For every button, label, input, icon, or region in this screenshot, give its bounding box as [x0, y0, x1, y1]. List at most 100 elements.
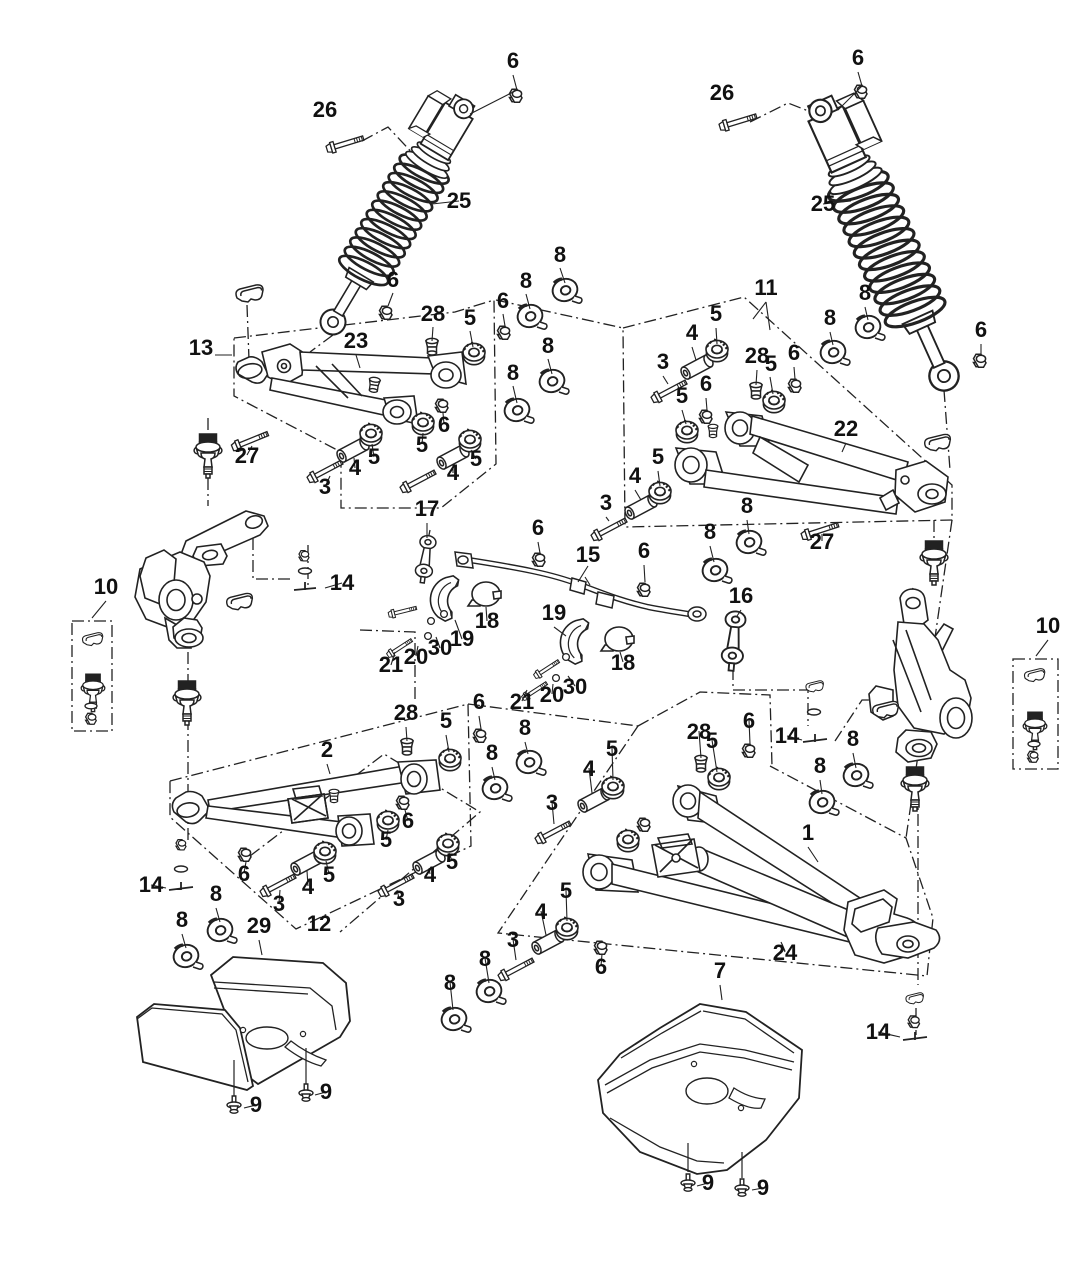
- svg-text:23: 23: [344, 328, 368, 353]
- svg-text:6: 6: [595, 954, 607, 979]
- svg-text:3: 3: [273, 891, 285, 916]
- svg-text:8: 8: [542, 333, 554, 358]
- svg-text:6: 6: [975, 317, 987, 342]
- svg-text:8: 8: [814, 753, 826, 778]
- svg-text:5: 5: [368, 444, 380, 469]
- svg-text:6: 6: [788, 340, 800, 365]
- svg-text:9: 9: [702, 1170, 714, 1195]
- svg-text:4: 4: [424, 862, 437, 887]
- svg-text:19: 19: [542, 600, 566, 625]
- svg-text:8: 8: [479, 946, 491, 971]
- svg-text:4: 4: [447, 460, 460, 485]
- svg-text:10: 10: [1036, 613, 1060, 638]
- svg-text:10: 10: [94, 574, 118, 599]
- svg-text:8: 8: [444, 970, 456, 995]
- svg-text:5: 5: [710, 301, 722, 326]
- svg-text:9: 9: [250, 1092, 262, 1117]
- svg-text:16: 16: [729, 583, 753, 608]
- svg-text:17: 17: [415, 496, 439, 521]
- svg-text:3: 3: [546, 790, 558, 815]
- svg-text:26: 26: [710, 80, 734, 105]
- svg-text:14: 14: [866, 1019, 891, 1044]
- svg-text:30: 30: [428, 635, 452, 660]
- svg-text:6: 6: [700, 371, 712, 396]
- svg-text:18: 18: [611, 650, 635, 675]
- svg-text:5: 5: [380, 827, 392, 852]
- svg-text:4: 4: [686, 320, 699, 345]
- svg-text:29: 29: [247, 913, 271, 938]
- svg-text:3: 3: [600, 490, 612, 515]
- svg-text:12: 12: [307, 911, 331, 936]
- svg-text:5: 5: [464, 305, 476, 330]
- svg-text:11: 11: [754, 275, 777, 300]
- svg-text:3: 3: [319, 474, 331, 499]
- svg-text:6: 6: [638, 538, 650, 563]
- svg-text:1: 1: [802, 820, 814, 845]
- svg-text:6: 6: [402, 808, 414, 833]
- svg-text:13: 13: [189, 335, 213, 360]
- svg-text:21: 21: [510, 689, 534, 714]
- svg-text:8: 8: [507, 360, 519, 385]
- svg-text:14: 14: [330, 570, 355, 595]
- svg-text:6: 6: [743, 708, 755, 733]
- svg-text:20: 20: [404, 644, 428, 669]
- svg-text:28: 28: [745, 343, 769, 368]
- svg-text:28: 28: [394, 700, 418, 725]
- svg-text:5: 5: [606, 736, 618, 761]
- svg-text:4: 4: [535, 899, 548, 924]
- svg-text:2: 2: [321, 737, 333, 762]
- svg-text:5: 5: [416, 432, 428, 457]
- svg-text:7: 7: [714, 958, 726, 983]
- svg-text:22: 22: [834, 416, 858, 441]
- svg-text:25: 25: [447, 188, 471, 213]
- svg-text:4: 4: [629, 463, 642, 488]
- svg-text:8: 8: [847, 726, 859, 751]
- svg-text:8: 8: [554, 242, 566, 267]
- svg-text:14: 14: [139, 872, 164, 897]
- svg-text:5: 5: [765, 351, 777, 376]
- svg-text:5: 5: [652, 444, 664, 469]
- svg-text:6: 6: [507, 48, 519, 73]
- svg-text:8: 8: [859, 280, 871, 305]
- svg-text:9: 9: [757, 1175, 769, 1200]
- svg-text:6: 6: [852, 45, 864, 70]
- svg-text:6: 6: [473, 689, 485, 714]
- svg-text:8: 8: [824, 305, 836, 330]
- svg-text:5: 5: [440, 708, 452, 733]
- svg-text:25: 25: [811, 191, 835, 216]
- svg-text:8: 8: [741, 493, 753, 518]
- svg-text:15: 15: [576, 542, 600, 567]
- svg-text:6: 6: [438, 412, 450, 437]
- svg-text:30: 30: [563, 674, 587, 699]
- svg-text:3: 3: [657, 349, 669, 374]
- svg-text:28: 28: [687, 719, 711, 744]
- svg-text:8: 8: [176, 907, 188, 932]
- svg-text:3: 3: [393, 886, 405, 911]
- svg-text:18: 18: [475, 608, 499, 633]
- svg-text:20: 20: [540, 682, 564, 707]
- svg-text:24: 24: [773, 940, 798, 965]
- svg-text:6: 6: [387, 267, 399, 292]
- svg-text:9: 9: [320, 1079, 332, 1104]
- svg-text:5: 5: [560, 878, 572, 903]
- svg-text:8: 8: [704, 519, 716, 544]
- svg-text:14: 14: [775, 723, 800, 748]
- svg-text:8: 8: [520, 268, 532, 293]
- svg-text:27: 27: [235, 443, 259, 468]
- svg-text:6: 6: [532, 515, 544, 540]
- svg-text:8: 8: [519, 715, 531, 740]
- svg-text:5: 5: [323, 862, 335, 887]
- svg-text:4: 4: [302, 874, 315, 899]
- svg-text:28: 28: [421, 301, 445, 326]
- svg-text:5: 5: [706, 728, 718, 753]
- svg-text:5: 5: [470, 446, 482, 471]
- svg-text:4: 4: [583, 756, 596, 781]
- svg-text:21: 21: [379, 652, 403, 677]
- svg-text:8: 8: [210, 881, 222, 906]
- svg-text:5: 5: [446, 849, 458, 874]
- svg-text:27: 27: [810, 529, 834, 554]
- svg-text:6: 6: [238, 861, 250, 886]
- svg-text:26: 26: [313, 97, 337, 122]
- svg-text:3: 3: [507, 927, 519, 952]
- svg-text:4: 4: [349, 455, 362, 480]
